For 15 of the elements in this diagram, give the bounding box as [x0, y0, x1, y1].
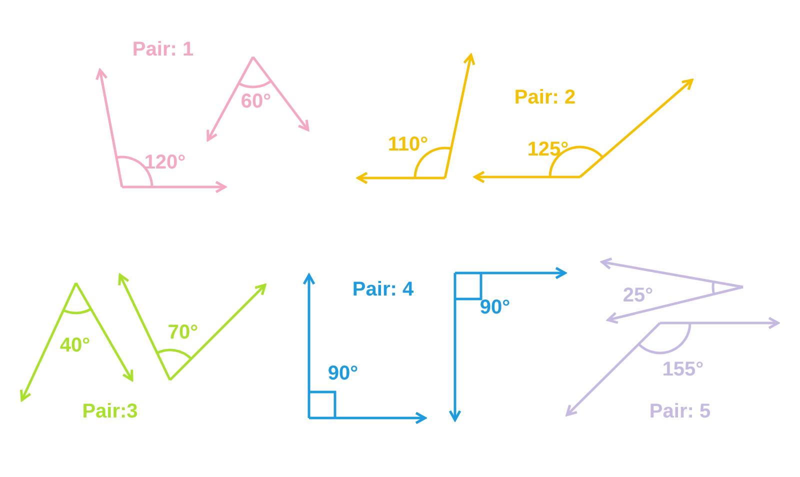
angle-label: 120°	[144, 152, 186, 174]
angle-label: 90°	[328, 362, 358, 386]
angle-label: 90°	[480, 296, 510, 320]
pair-label: Pair: 1	[132, 38, 194, 62]
pair-label: Pair:3	[82, 400, 138, 424]
pair-label: Pair: 4	[352, 278, 414, 302]
angle-label: 60°	[240, 90, 272, 114]
pair-label: Pair: 5	[649, 400, 711, 424]
angle-label: 155°	[662, 358, 704, 382]
angle-label: 25°	[622, 284, 654, 308]
angle-label: 40°	[60, 334, 90, 358]
pair-label: Pair: 2	[514, 86, 576, 110]
angle-label: 70°	[168, 322, 198, 344]
angle-label: 110°	[388, 134, 428, 156]
angle-label: 125°	[527, 138, 569, 162]
